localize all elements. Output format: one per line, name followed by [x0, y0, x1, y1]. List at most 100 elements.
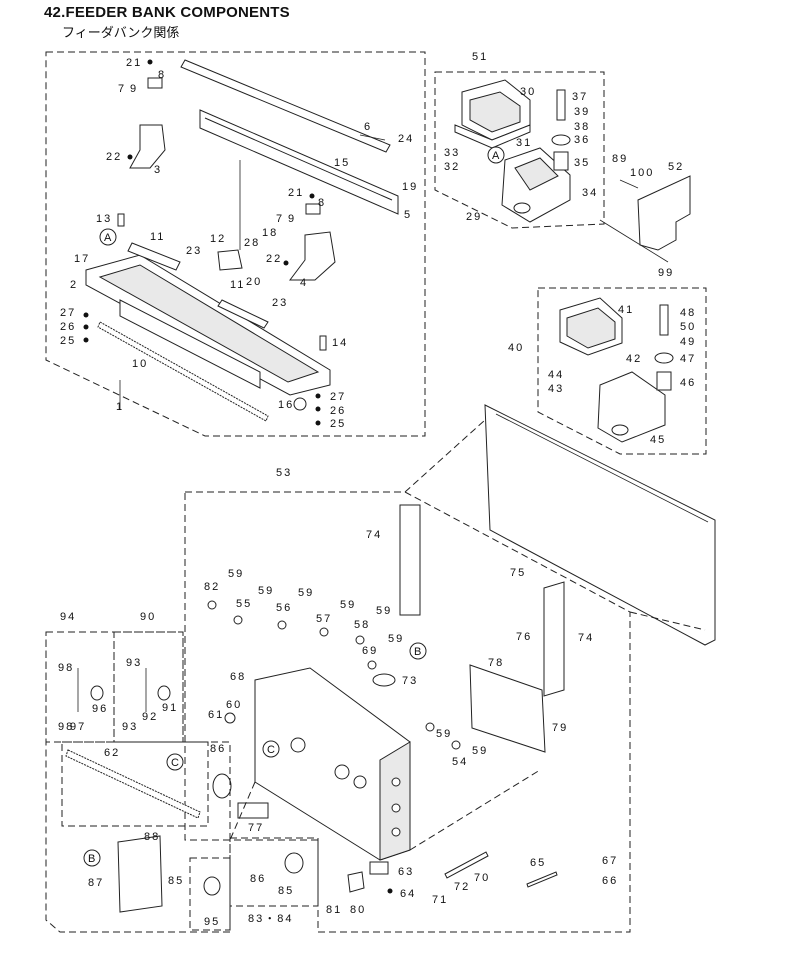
- callout-a-29-label: A: [492, 150, 501, 162]
- part-number-label: 22: [266, 253, 282, 265]
- bolt-stack-48-46: [654, 304, 674, 391]
- part-number-label: 43: [548, 383, 564, 395]
- strip-62: [65, 749, 201, 819]
- part-number-label: 59: [472, 745, 488, 757]
- part-number-label: 22: [106, 151, 122, 163]
- assembly-83-84-outline: [229, 837, 319, 907]
- part-number-label: 50: [680, 321, 696, 333]
- part-number-label: 70: [474, 872, 490, 884]
- part-number-label: 68: [230, 671, 246, 683]
- part-number-label: 88: [144, 831, 160, 843]
- frame-side-panel: [484, 404, 716, 646]
- part-number-label: 45: [650, 434, 666, 446]
- part-number-label: 62: [104, 747, 120, 759]
- part-number-label: 27: [60, 307, 76, 319]
- part-number-label: 49: [680, 336, 696, 348]
- part-number-label: 71: [432, 894, 448, 906]
- part-number-label: 8: [318, 197, 326, 209]
- part-number-label: 11: [230, 279, 245, 291]
- part-number-label: 52: [668, 161, 684, 173]
- part-number-label: 28: [244, 237, 260, 249]
- part-number-label: 65: [530, 857, 546, 869]
- page-title: 42.FEEDER BANK COMPONENTS: [44, 4, 290, 21]
- cap-73: [372, 673, 396, 687]
- part-number-label: 7: [276, 213, 284, 225]
- part-number-label: 46: [680, 377, 696, 389]
- part-number-label: 39: [574, 106, 590, 118]
- part-number-label: 83・84: [248, 913, 293, 925]
- part-number-label: 5: [404, 209, 412, 221]
- roller-96: [90, 685, 104, 701]
- part-number-label: 59: [340, 599, 356, 611]
- roller-91: [157, 685, 171, 701]
- part-number-label: 15: [334, 157, 350, 169]
- part-number-label: 74: [366, 529, 382, 541]
- assembly-95-outline: [189, 857, 231, 931]
- part-number-label: 98: [58, 662, 74, 674]
- part-number-label: 86: [210, 743, 226, 755]
- assembly-29-outline: [434, 71, 605, 229]
- part-number-label: 93: [122, 721, 138, 733]
- part-number-label: 25: [60, 335, 76, 347]
- part-number-label: 90: [140, 611, 156, 623]
- part-number-label: 12: [210, 233, 226, 245]
- part-number-label: 98: [58, 721, 74, 733]
- upright-74-left: [399, 504, 421, 616]
- part-number-label: 8: [158, 69, 166, 81]
- part-number-label: 59: [298, 587, 314, 599]
- label-77: [237, 802, 269, 819]
- part-number-label: 34: [582, 187, 598, 199]
- callout-a-1-label: A: [104, 232, 113, 244]
- part-number-label: 48: [680, 307, 696, 319]
- part-number-label: 74: [578, 632, 594, 644]
- part-number-label: 85: [278, 885, 294, 897]
- part-number-label: 93: [126, 657, 142, 669]
- part-number-label: 23: [272, 297, 288, 309]
- bolt-stack-37-36: [551, 89, 571, 171]
- part-number-label: 67: [602, 855, 618, 867]
- part-number-label: 25: [330, 418, 346, 430]
- part-number-label: 42: [626, 353, 642, 365]
- part-number-label: 33: [444, 147, 460, 159]
- part-number-label: 37: [572, 91, 588, 103]
- part-number-label: 31: [516, 137, 532, 149]
- part-number-label: 94: [60, 611, 76, 623]
- part-number-label: 87: [88, 877, 104, 889]
- part-number-label: 57: [316, 613, 332, 625]
- part-number-label: 32: [444, 161, 460, 173]
- part-number-label: 92: [142, 711, 158, 723]
- part-number-label: 72: [454, 881, 470, 893]
- part-number-label: 40: [508, 342, 524, 354]
- part-number-label: 79: [552, 722, 568, 734]
- part-number-label: 4: [300, 277, 308, 289]
- part-number-label: 9: [130, 83, 138, 95]
- part-number-label: 95: [204, 916, 220, 928]
- part-number-label: 20: [246, 276, 262, 288]
- part-number-label: 82: [204, 581, 220, 593]
- connector-85: [284, 852, 304, 874]
- part-number-label: 81: [326, 904, 342, 916]
- part-number-label: 7: [118, 83, 126, 95]
- part-number-label: 64: [400, 888, 416, 900]
- part-number-label: 6: [364, 121, 372, 133]
- part-number-label: 61: [208, 709, 224, 721]
- part-number-label: 14: [332, 337, 348, 349]
- part-number-label: 35: [574, 157, 590, 169]
- part-number-label: 58: [354, 619, 370, 631]
- part-number-label: 1: [116, 401, 124, 413]
- part-number-label: 9: [288, 213, 296, 225]
- part-number-label: 27: [330, 391, 346, 403]
- rail-strips: [180, 59, 399, 215]
- part-number-label: 36: [574, 134, 590, 146]
- callout-c-53-label: C: [267, 744, 277, 756]
- part-number-label: 13: [96, 213, 112, 225]
- part-number-label: 41: [618, 304, 634, 316]
- part-number-label: 55: [236, 598, 252, 610]
- fittings-59: [207, 600, 461, 750]
- part-number-label: 2: [70, 279, 78, 291]
- part-number-label: 60: [226, 699, 242, 711]
- upright-74-right: [543, 581, 565, 697]
- part-number-label: 78: [488, 657, 504, 669]
- part-number-label: 69: [362, 645, 378, 657]
- outer-sub-outline: [45, 631, 231, 933]
